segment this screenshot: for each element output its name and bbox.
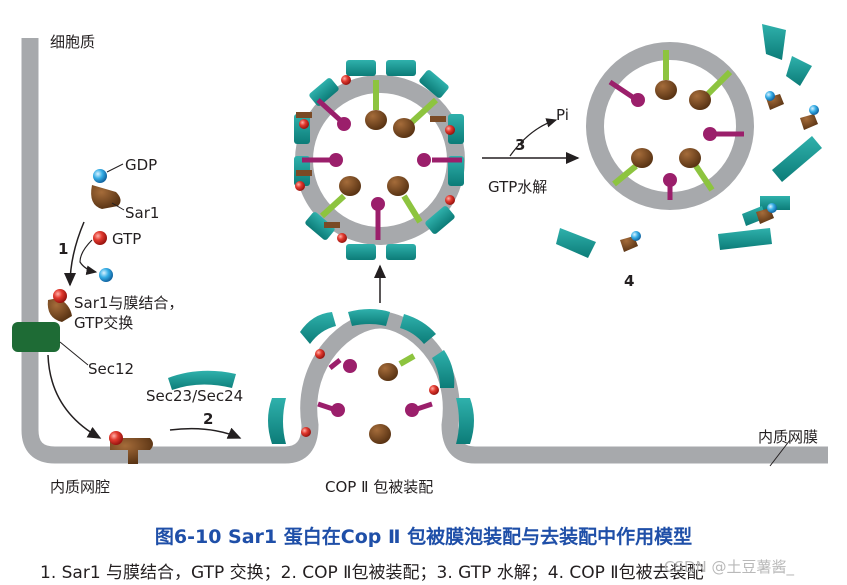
copii-assembly-label: COP Ⅱ 包被装配 <box>325 478 434 496</box>
sec23-sec24-coat <box>168 370 236 390</box>
step-4-number: 4 <box>624 272 635 290</box>
budding-coat <box>268 309 474 444</box>
sar1-binding-label-line2: GTP交换 <box>74 314 134 332</box>
figure-caption: 1. Sar1 与膜结合，GTP 交换；2. COP Ⅱ包被装配；3. GTP … <box>40 563 704 583</box>
gtp-ball <box>93 231 107 245</box>
step-1-number: 1 <box>58 240 69 258</box>
sar1-binding-label-line1: Sar1与膜结合， <box>74 294 184 312</box>
released-sar1-gdp <box>620 91 819 252</box>
gtp-hydrolysis-label: GTP水解 <box>488 178 548 196</box>
membrane-sar1-gtp <box>47 289 72 322</box>
gdp-label: GDP <box>125 156 158 174</box>
sec12-label: Sec12 <box>88 360 135 378</box>
er-lumen-label: 内质网腔 <box>50 478 111 496</box>
sar1-copii-diagram <box>12 24 828 467</box>
coated-vesicle <box>294 60 465 260</box>
er-membrane-label: 内质网膜 <box>758 428 819 446</box>
watermark: CSDN @土豆薯酱_ <box>664 558 795 576</box>
cytoplasm-label: 细胞质 <box>50 33 96 51</box>
figure-title: 图6-10 Sar1 蛋白在Cop Ⅱ 包被膜泡装配与去装配中作用模型 <box>154 526 693 548</box>
sec23-sec24-label: Sec23/Sec24 <box>146 387 244 405</box>
sec12-protein <box>12 322 60 352</box>
gdp-ball <box>93 169 107 183</box>
released-coat-pieces <box>556 24 822 258</box>
pi-label: Pi <box>556 106 569 124</box>
sar1-gtp-on-er <box>109 431 153 464</box>
uncoated-vesicle <box>586 42 754 210</box>
step-2-number: 2 <box>203 410 214 428</box>
er-membrane <box>21 38 828 464</box>
released-gdp-ball <box>99 268 113 282</box>
gtp-label: GTP <box>112 230 142 248</box>
sar1-gdp-complex <box>91 169 121 209</box>
step-3-number: 3 <box>515 136 526 154</box>
sar1-label: Sar1 <box>125 204 160 222</box>
